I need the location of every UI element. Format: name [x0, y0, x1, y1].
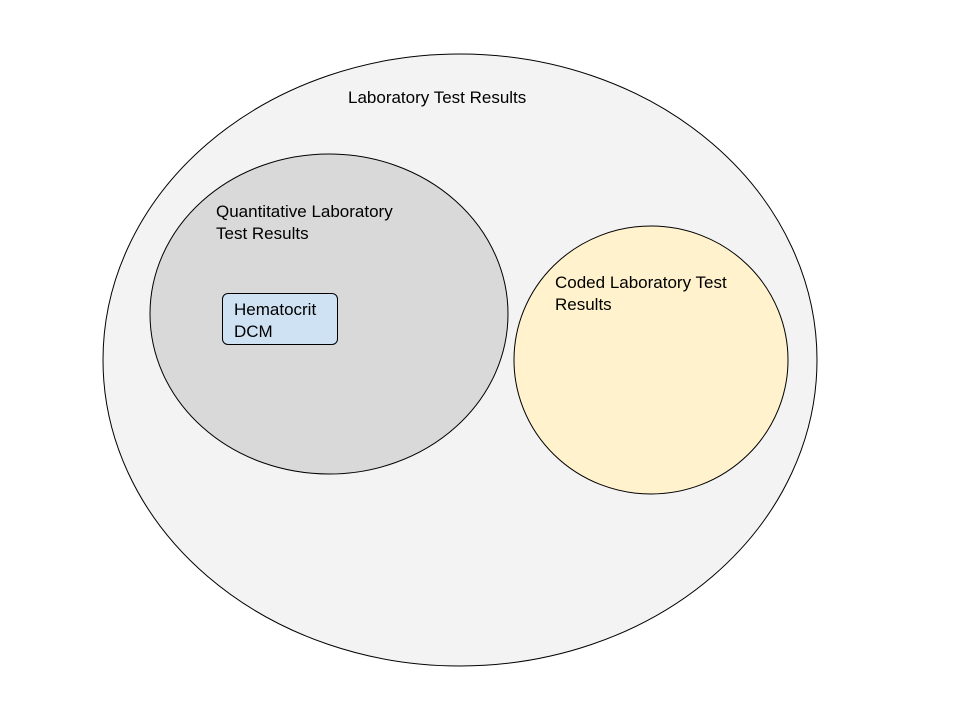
- quantitative-results-label-line1: Quantitative Laboratory: [216, 202, 393, 221]
- hematocrit-dcm-box: [222, 293, 338, 345]
- quantitative-results-label-line2: Test Results: [216, 224, 309, 243]
- coded-results-label-line2: Results: [555, 295, 612, 314]
- laboratory-test-results-label: Laboratory Test Results: [348, 88, 527, 107]
- coded-results-set: [513, 225, 789, 495]
- coded-results-label-line1: Coded Laboratory Test: [555, 273, 727, 292]
- hematocrit-label-line1: Hematocrit: [234, 300, 317, 319]
- hematocrit-label-line2: DCM: [234, 322, 273, 341]
